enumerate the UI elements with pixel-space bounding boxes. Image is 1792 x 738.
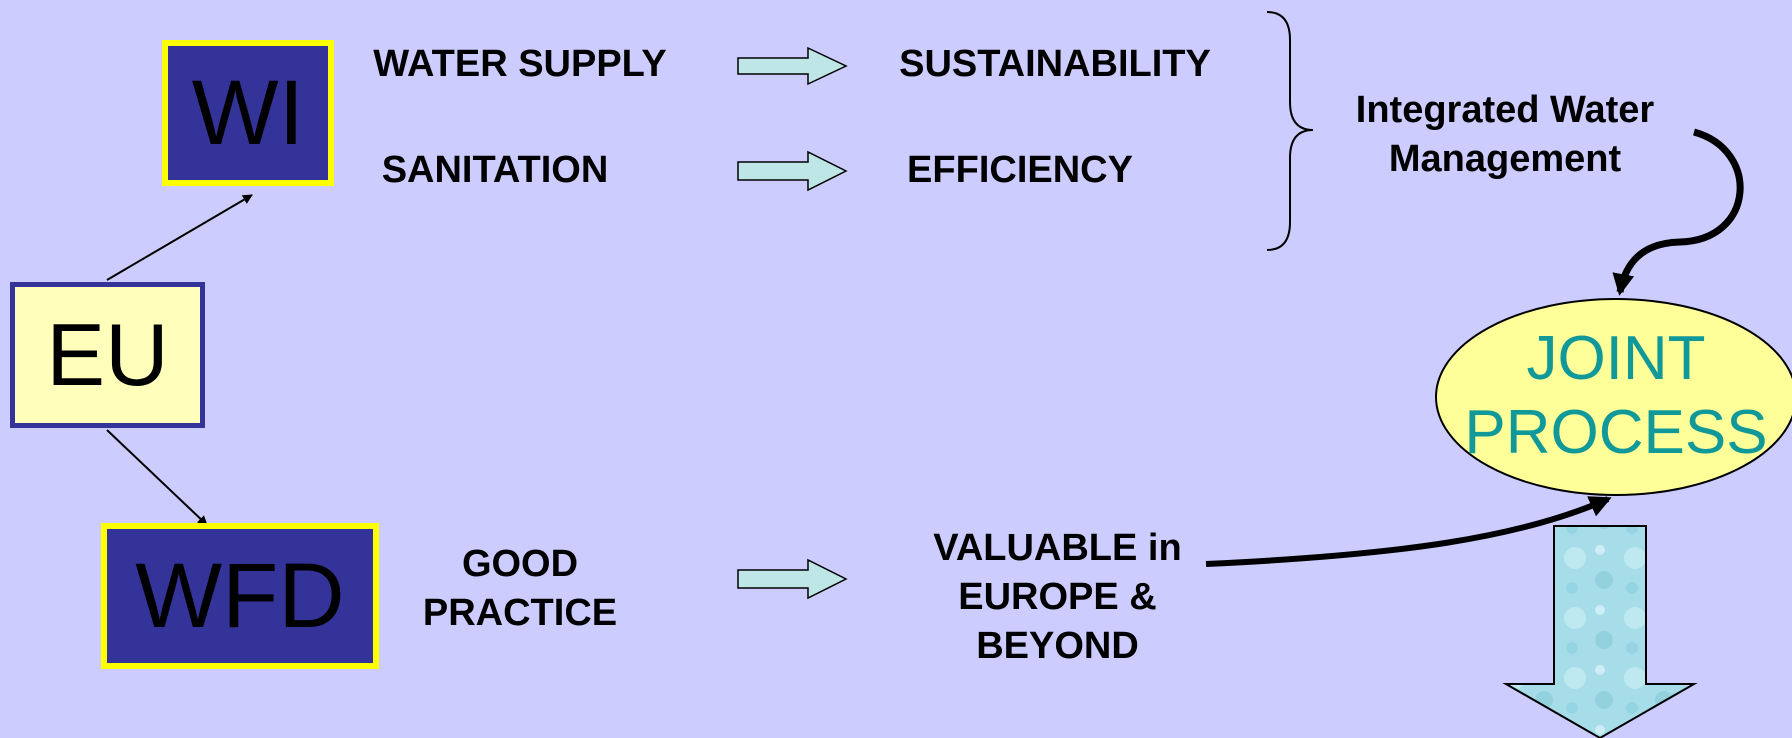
joint-process-label: JOINT PROCESS <box>1464 324 1768 467</box>
block-arrow-water-supply <box>737 46 848 86</box>
valuable-label: VALUABLE in EUROPE & BEYOND <box>933 527 1182 667</box>
curved-arrow-valuable <box>1205 496 1612 567</box>
eu-box-label: EU <box>46 305 169 404</box>
wi-box-label: WI <box>191 61 305 164</box>
sanitation-label: SANITATION <box>381 149 609 191</box>
eu-to-wfd-arrow <box>106 429 208 526</box>
eu-to-wi-arrow <box>106 194 253 281</box>
wi-box: WI <box>162 40 334 186</box>
efficiency-label: EFFICIENCY <box>907 149 1133 191</box>
eu-box: EU <box>10 282 205 428</box>
sustainability-label: SUSTAINABILITY <box>899 43 1211 85</box>
block-arrow-good-practice <box>737 558 848 600</box>
wfd-box: WFD <box>101 523 379 669</box>
integrated-water-management-label: Integrated Water Management <box>1355 89 1655 180</box>
joint-process-ellipse <box>1435 298 1792 496</box>
wfd-box-label: WFD <box>135 544 345 647</box>
curly-brace <box>1266 11 1314 251</box>
block-arrow-sanitation <box>737 150 848 192</box>
good-practice-label: GOOD PRACTICE <box>422 543 618 634</box>
curved-arrow-integrated <box>1612 128 1744 296</box>
water-arrow <box>1502 525 1698 738</box>
water-supply-label: WATER SUPPLY <box>373 43 667 85</box>
